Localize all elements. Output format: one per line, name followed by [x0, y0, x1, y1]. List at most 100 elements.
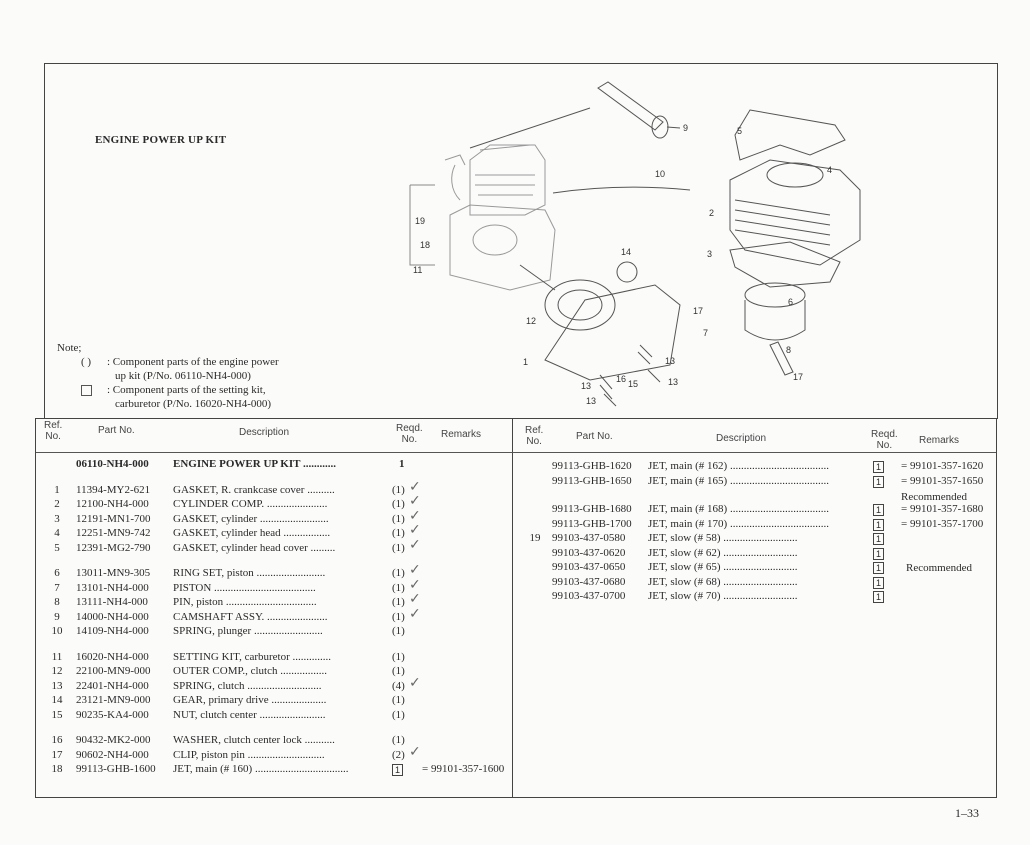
reqd-qty: (1)	[392, 527, 405, 539]
reqd-qty: 1	[873, 591, 884, 603]
ref-no: 18	[51, 763, 63, 775]
reqd-qty: (4)	[392, 679, 405, 692]
ref-no: 9	[54, 610, 60, 623]
ref-no: 12	[51, 665, 63, 677]
description: JET, main (# 170) ......................…	[648, 517, 829, 530]
reqd-qty: (1)	[392, 708, 405, 721]
description: PISTON .................................…	[173, 581, 316, 594]
description: JET, main (# 168) ......................…	[648, 503, 829, 515]
header-desc: Description	[716, 433, 767, 444]
part-no: 99113-GHB-1600	[76, 763, 156, 775]
reqd-qty: (1)	[392, 694, 405, 706]
reqd-qty: (1)	[392, 596, 405, 608]
callout-10: 10	[655, 169, 665, 179]
reqd-qty: 1	[873, 461, 884, 473]
description: SETTING KIT, carburetor ..............	[173, 650, 332, 663]
leader-arrow	[552, 186, 691, 194]
description: CYLINDER COMP. ......................	[173, 498, 328, 510]
remarks: = 99101-357-1650	[901, 474, 984, 487]
part-no: 90432-MK2-000	[76, 734, 151, 746]
part-no: 12251-MN9-742	[76, 527, 151, 539]
description: JET, slow (# 70) .......................…	[648, 590, 798, 602]
remarks: = 99101-357-1680	[901, 503, 984, 515]
checkmark-icon: ✓	[409, 743, 421, 760]
description: JET, main (# 160) ......................…	[173, 763, 349, 775]
callout-17: 17	[693, 306, 703, 316]
remarks: = 99101-357-1620	[901, 460, 984, 472]
reqd-qty: 1	[873, 576, 884, 589]
reqd-qty: (1)	[392, 610, 405, 623]
part-no: 23121-MN9-000	[76, 694, 151, 706]
description: ENGINE POWER UP KIT ............	[173, 458, 336, 470]
part-no: 14000-NH4-000	[76, 610, 149, 623]
description: GASKET, cylinder .......................…	[173, 512, 329, 525]
description: GASKET, cylinder head .................	[173, 527, 331, 539]
checkmark-icon: ✓	[409, 674, 421, 691]
part-no: 13011-MN9-305	[76, 567, 151, 579]
callout-11: 11	[413, 265, 422, 275]
reqd-qty: (1)	[392, 665, 405, 677]
callout-14: 14	[621, 247, 631, 257]
description: SPRING, plunger ........................…	[173, 625, 323, 637]
reqd-qty: (1)	[392, 581, 405, 594]
checkmark-icon: ✓	[409, 507, 421, 524]
header-reqd: Reqd.No.	[396, 423, 423, 445]
part-no: 99103-437-0650	[552, 561, 626, 573]
reqd-qty: 1	[873, 518, 884, 531]
note-text: carburetor (P/No. 16020-NH4-000)	[115, 398, 272, 410]
note-heading: Note;	[57, 342, 82, 354]
description: NUT, clutch center .....................…	[173, 708, 326, 721]
checkmark-icon: ✓	[409, 591, 421, 607]
ref-no: 3	[54, 512, 60, 525]
callout-3: 3	[707, 249, 712, 259]
part-no: 14109-NH4-000	[76, 625, 149, 637]
ref-no: 19	[529, 532, 541, 544]
engine-outline-drawing	[444, 144, 556, 291]
note-text: : Component parts of the setting kit,	[107, 384, 266, 396]
header-ref: Ref.No.	[44, 420, 63, 442]
header-rule	[512, 452, 996, 453]
part-no: 13101-NH4-000	[76, 581, 149, 594]
description: PIN, piston ............................…	[173, 596, 317, 608]
reqd-qty: 1	[873, 533, 884, 545]
header-remarks: Remarks	[441, 429, 482, 440]
description: JET, slow (# 58) .......................…	[648, 532, 798, 544]
note-item-power-kit: ( ) : Component parts of the engine powe…	[57, 355, 279, 383]
description: JET, main (# 165) ......................…	[648, 474, 829, 487]
column-divider	[512, 419, 513, 797]
parts-table: Ref.No. Part No. Description Reqd.No. Re…	[35, 418, 997, 798]
checkmark-icon: ✓	[409, 576, 421, 593]
part-no: 16020-NH4-000	[76, 650, 149, 663]
ref-no: 2	[54, 498, 60, 510]
part-no: 90602-NH4-000	[76, 748, 149, 761]
part-no: 22401-NH4-000	[76, 679, 149, 692]
reqd-qty: (1)	[392, 567, 405, 579]
callout-13: 13	[665, 356, 675, 366]
callout-7: 7	[703, 328, 708, 338]
callout-17: 17	[793, 372, 803, 382]
callout-5: 5	[737, 126, 742, 136]
ref-no: 14	[51, 694, 63, 706]
callout-13: 13	[586, 396, 596, 406]
part-no: 99103-437-0700	[552, 590, 626, 602]
description: OUTER COMP., clutch .................	[173, 665, 327, 677]
part-no: 90235-KA4-000	[76, 708, 149, 721]
callout-16: 16	[616, 374, 626, 384]
description: GASKET, cylinder head cover .........	[173, 541, 336, 554]
reqd-qty: (1)	[392, 541, 405, 554]
legend-note: Note; ( ) : Component parts of the engin…	[57, 341, 279, 411]
